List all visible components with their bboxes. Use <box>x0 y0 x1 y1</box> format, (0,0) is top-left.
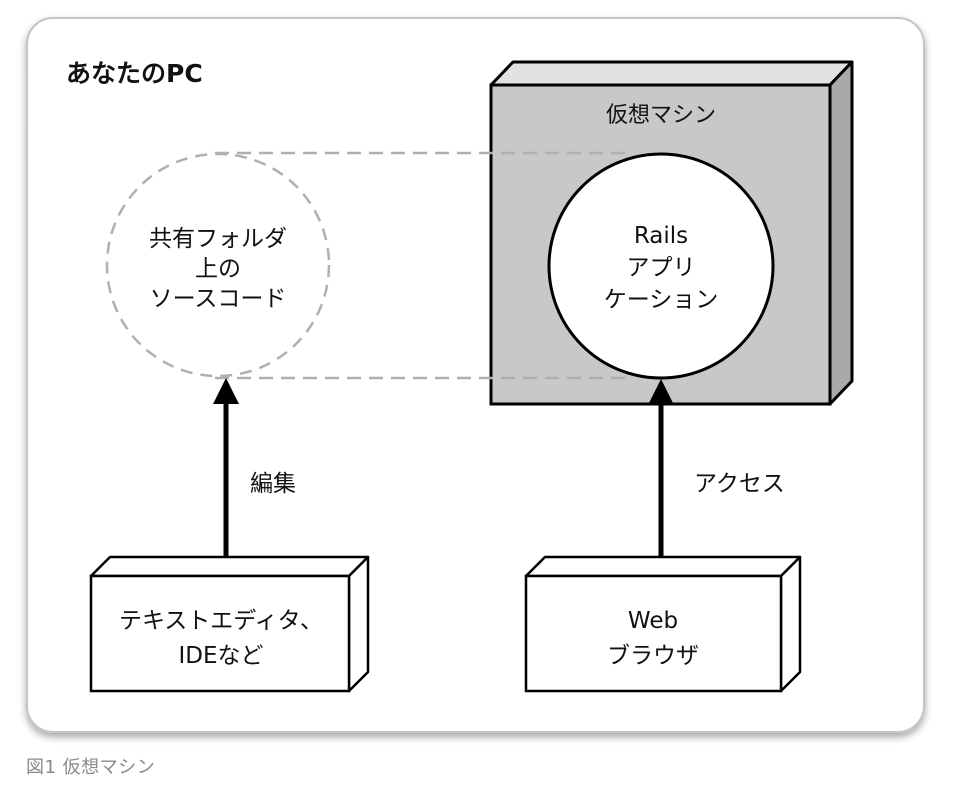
editor-line1: テキストエディタ、 <box>119 608 323 634</box>
editor-box <box>89 555 370 693</box>
rails-app-circle <box>547 152 775 380</box>
browser-box <box>524 555 802 693</box>
shared-folder-circle <box>105 152 331 378</box>
access-arrow-label: アクセス <box>694 471 785 497</box>
browser-line1: Web <box>628 608 678 634</box>
pc-container-label: あなたのPC <box>66 59 203 88</box>
shared-folder-line3: ソースコード <box>150 286 287 312</box>
vm-label: 仮想マシン <box>606 103 716 128</box>
rails-app-line1: Rails <box>634 223 688 249</box>
browser-line2: ブラウザ <box>607 643 699 669</box>
shared-folder-line2: 上の <box>195 256 241 282</box>
editor-line2: IDEなど <box>178 643 263 669</box>
rails-app-line2: アプリ <box>627 255 696 281</box>
figure-caption: 図1 仮想マシン <box>26 757 156 778</box>
edit-arrow-label: 編集 <box>250 471 296 497</box>
edit-arrow <box>213 378 239 572</box>
shared-folder-line1: 共有フォルダ <box>149 226 287 252</box>
rails-app-line3: ケーション <box>604 287 719 313</box>
access-arrow <box>648 379 674 574</box>
